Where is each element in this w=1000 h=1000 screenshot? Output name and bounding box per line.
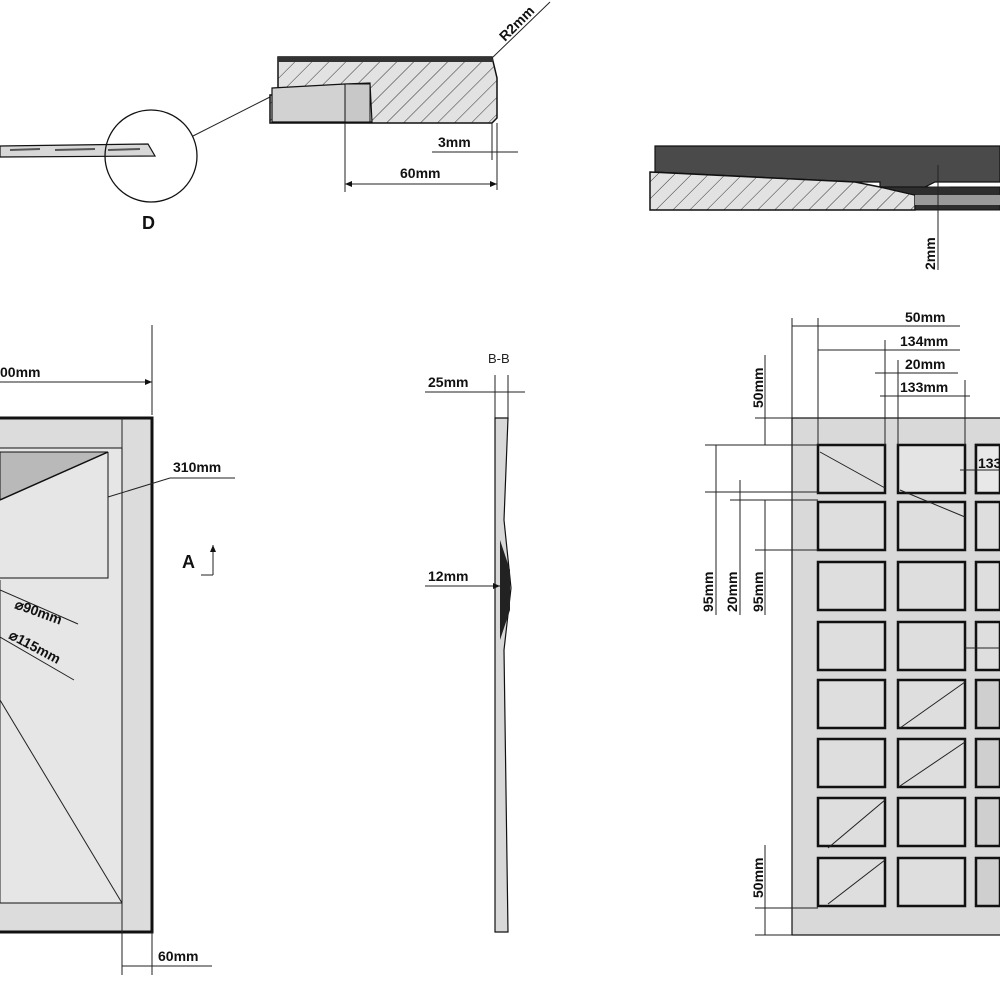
- detail-d-group: D R2mm 3mm 60mm: [0, 1, 551, 233]
- width-label: 60mm: [400, 165, 440, 181]
- grid-cell: [816, 620, 887, 672]
- detail-section-right: 2mm: [649, 145, 1000, 270]
- tray-inner-border: [0, 447, 123, 904]
- slope-line: [0, 699, 123, 904]
- plan-view: 00mm 310mm A ⌀90mm ⌀115mm 60mm: [0, 325, 235, 975]
- section-bb: B-B 25mm 12mm: [425, 351, 525, 933]
- slope-leader: [107, 477, 171, 498]
- thickness-label: 25mm: [428, 374, 468, 390]
- detail-d-label: D: [142, 213, 155, 233]
- grid-cell: [974, 500, 1000, 552]
- slope-line: [819, 451, 886, 489]
- slope-label: 310mm: [173, 459, 221, 475]
- grid-cell: [816, 737, 887, 789]
- top-margin-label: 50mm: [905, 309, 945, 325]
- grid-cell: [896, 620, 967, 672]
- offset-label: 3mm: [438, 134, 471, 150]
- slope-line: [899, 681, 966, 729]
- slope-line: [827, 859, 886, 905]
- slope-line: [899, 741, 966, 787]
- grid-cell: [974, 678, 1000, 730]
- detail-d-callout-circle: [104, 109, 198, 203]
- cut-label: 133: [978, 455, 1000, 471]
- row-height-b-label: 95mm: [750, 572, 766, 612]
- grid-view: 50mm 134mm 20mm 133mm 133 50mm 95mm 20mm…: [700, 309, 1000, 936]
- grid-cell: [896, 500, 967, 552]
- bottom-margin-label: 50mm: [750, 858, 766, 898]
- grid-cell: [896, 856, 967, 908]
- grid-cell: [896, 678, 967, 730]
- grid-cell: [896, 796, 967, 848]
- overall-label: 00mm: [0, 364, 40, 380]
- grid-cell: [974, 796, 1000, 848]
- grid-cell: [816, 500, 887, 552]
- grid-cells: [816, 443, 1000, 908]
- grid-cell: [974, 443, 1000, 495]
- detail-d-profile: [0, 143, 157, 158]
- col-width-label: 134mm: [900, 333, 948, 349]
- section-bb-title: B-B: [488, 351, 510, 366]
- drain-inner-leader: [0, 589, 79, 625]
- radius-leader: [491, 1, 551, 59]
- radius-label: R2mm: [496, 3, 538, 45]
- grid-cell: [974, 620, 1000, 672]
- grid-cell: [974, 856, 1000, 908]
- grid-cell: [974, 560, 1000, 612]
- grid-cell: [816, 796, 887, 848]
- section-bb-profile: [494, 417, 512, 933]
- grid-cell: [896, 737, 967, 789]
- slope-line: [827, 799, 886, 849]
- left-margin-label: 50mm: [750, 368, 766, 408]
- center-label: 12mm: [428, 568, 468, 584]
- detail-d-leader: [192, 96, 271, 137]
- grid-cell: [896, 443, 967, 495]
- row-height-a-label: 95mm: [700, 572, 716, 612]
- grid-cell: [816, 856, 887, 908]
- border-label: 60mm: [158, 948, 198, 964]
- section-marker-label: A: [182, 552, 195, 572]
- slope-line: [899, 489, 966, 518]
- grid-cell: [816, 678, 887, 730]
- drain-outer-leader: [0, 636, 75, 681]
- inner-col-label: 133mm: [900, 379, 948, 395]
- detail-d-enlarged-section: [269, 56, 498, 124]
- grid-cell: [896, 560, 967, 612]
- row-gap-label: 20mm: [724, 572, 740, 612]
- grid-cell: [816, 560, 887, 612]
- gap-label: 20mm: [905, 356, 945, 372]
- grid-cell: [974, 737, 1000, 789]
- depth-label: 2mm: [922, 237, 938, 270]
